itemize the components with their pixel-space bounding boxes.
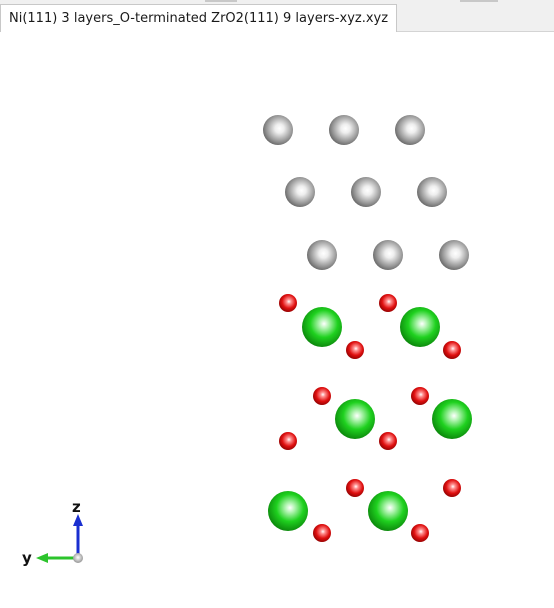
atom-o[interactable]	[411, 524, 429, 542]
atom-o[interactable]	[346, 341, 364, 359]
y-axis-label: y	[22, 549, 32, 567]
atom-scene[interactable]: z y	[0, 32, 554, 608]
atom-ni[interactable]	[285, 177, 315, 207]
atom-zr[interactable]	[368, 491, 408, 531]
atom-ni[interactable]	[329, 115, 359, 145]
atom-ni[interactable]	[307, 240, 337, 270]
atom-o[interactable]	[411, 387, 429, 405]
atom-ni[interactable]	[373, 240, 403, 270]
atom-ni[interactable]	[395, 115, 425, 145]
tab-structure-file[interactable]: Ni(111) 3 layers_O-terminated ZrO2(111) …	[0, 4, 398, 32]
atoms-group	[263, 115, 472, 542]
y-axis-arrow-icon	[36, 553, 48, 563]
atom-o[interactable]	[346, 479, 364, 497]
3d-viewport[interactable]: z y	[0, 32, 554, 608]
tab-title: Ni(111) 3 layers_O-terminated ZrO2(111) …	[9, 11, 389, 26]
atom-o[interactable]	[313, 524, 331, 542]
atom-o[interactable]	[443, 479, 461, 497]
atom-o[interactable]	[279, 294, 297, 312]
atom-ni[interactable]	[439, 240, 469, 270]
atom-o[interactable]	[313, 387, 331, 405]
atom-zr[interactable]	[268, 491, 308, 531]
atom-o[interactable]	[379, 294, 397, 312]
atom-zr[interactable]	[400, 307, 440, 347]
atom-ni[interactable]	[263, 115, 293, 145]
atom-zr[interactable]	[302, 307, 342, 347]
axis-indicator: z y	[22, 498, 83, 567]
axis-origin	[73, 553, 83, 563]
atom-o[interactable]	[443, 341, 461, 359]
atom-zr[interactable]	[432, 399, 472, 439]
z-axis-arrow-icon	[73, 514, 83, 526]
atom-o[interactable]	[279, 432, 297, 450]
atom-o[interactable]	[379, 432, 397, 450]
atom-ni[interactable]	[351, 177, 381, 207]
z-axis-label: z	[72, 498, 81, 516]
atom-zr[interactable]	[335, 399, 375, 439]
tab-bar: Ni(111) 3 layers_O-terminated ZrO2(111) …	[0, 0, 554, 32]
atom-ni[interactable]	[417, 177, 447, 207]
